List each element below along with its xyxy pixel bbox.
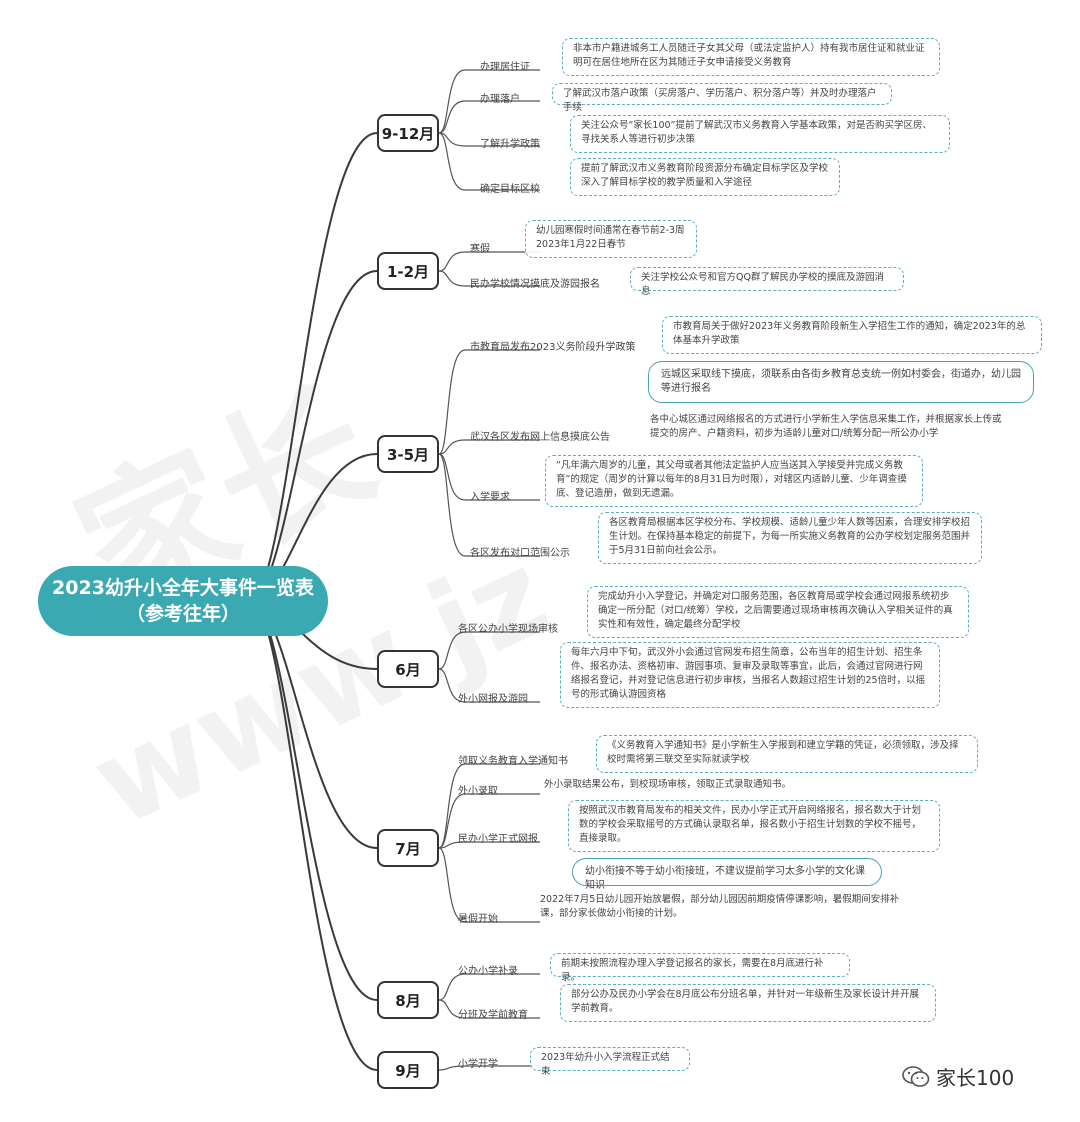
topic-note: 非本市户籍进城务工人员随迁子女其父母（或法定监护人）持有我市居住证和就业证明可在… xyxy=(562,38,940,76)
root-to-month-connector xyxy=(249,599,378,1001)
topic-note: “凡年满六周岁的儿童，其父母或者其他法定监护人应当送其入学接受并完成义务教育”的… xyxy=(545,455,923,507)
topic-label[interactable]: 武汉各区发布网上信息摸底公告 xyxy=(470,432,610,443)
month-node[interactable]: 1-2月 xyxy=(377,252,439,290)
month-node[interactable]: 3-5月 xyxy=(377,435,439,473)
root-title-line2: （参考往年） xyxy=(125,603,240,625)
topic-label[interactable]: 小学开学 xyxy=(458,1059,498,1070)
topic-label[interactable]: 外小网报及游园 xyxy=(458,694,528,705)
root-title-line1: 2023幼升小全年大事件一览表 xyxy=(52,577,314,599)
topic-label[interactable]: 市教育局发布2023义务阶段升学政策 xyxy=(470,342,636,353)
month-to-topic-connector xyxy=(438,999,540,1019)
topic-note-highlight: 幼小衔接不等于幼小衔接班，不建议提前学习太多小学的文化课知识 xyxy=(572,858,882,891)
month-node[interactable]: 9-12月 xyxy=(377,114,439,152)
topic-note: 2022年7月5日幼儿园开始放暑假，部分幼儿园因前期疫情停课影响，暑假期间安排补… xyxy=(540,894,900,919)
month-to-topic-connector xyxy=(438,847,540,923)
topic-note: 《义务教育入学通知书》是小学新生入学报到和建立学籍的凭证，必须领取，涉及择校时需… xyxy=(596,735,978,773)
month-to-topic-connector xyxy=(438,793,540,849)
topic-label[interactable]: 外小录取 xyxy=(458,786,498,797)
topic-note: 每年六月中下旬，武汉外小会通过官网发布招生简章，公布当年的招生计划、招生条件、报… xyxy=(560,642,940,708)
topic-label[interactable]: 入学要求 xyxy=(470,492,510,503)
topic-label[interactable]: 分班及学前教育 xyxy=(458,1010,528,1021)
month-to-topic-connector xyxy=(438,270,540,287)
month-to-topic-connector xyxy=(438,631,540,670)
root-to-month-connector xyxy=(249,599,378,1071)
topic-note: 完成幼升小入学登记，并确定对口服务范围，各区教育局或学校会通过网报系统初步确定一… xyxy=(587,586,969,638)
month-to-topic-connector xyxy=(438,763,540,849)
month-node[interactable]: 8月 xyxy=(377,981,439,1019)
topic-label[interactable]: 暑假开始 xyxy=(458,914,498,925)
topic-label[interactable]: 办理落户 xyxy=(480,94,520,105)
month-to-topic-connector xyxy=(438,841,540,849)
topic-label[interactable]: 各区公办小学现场审核 xyxy=(458,624,558,635)
root-to-month-connector xyxy=(249,270,378,601)
topic-note: 了解武汉市落户政策（买房落户、学历落户、积分落户等）并及时办理落户手续 xyxy=(552,83,892,113)
topic-label[interactable]: 民办小学正式网报 xyxy=(458,834,538,845)
month-node[interactable]: 7月 xyxy=(377,829,439,867)
footer-brand: 家长100 xyxy=(902,1062,1014,1091)
topic-label[interactable]: 确定目标区校 xyxy=(480,184,540,195)
month-to-topic-connector xyxy=(438,439,540,455)
topic-note-highlight: 远城区采取线下摸底，须联系由各街乡教育总支统一例如村委会，街道办，幼儿园等进行报… xyxy=(648,361,1034,403)
month-to-topic-connector xyxy=(438,69,540,134)
topic-note: 按照武汉市教育局发布的相关文件，民办小学正式开启网络报名，报名数大于计划数的学校… xyxy=(568,800,940,852)
month-to-topic-connector xyxy=(438,349,540,455)
month-to-topic-connector xyxy=(438,453,540,557)
topic-note: 市教育局关于做好2023年义务教育阶段新生入学招生工作的通知，确定2023年的总… xyxy=(662,316,1042,354)
month-to-topic-connector xyxy=(438,251,540,272)
root-node[interactable]: 2023幼升小全年大事件一览表 （参考往年） xyxy=(38,566,328,636)
topic-label[interactable]: 领取义务教育入学通知书 xyxy=(458,756,568,767)
footer-text: 家长100 xyxy=(936,1066,1015,1090)
topic-label[interactable]: 民办学校情况摸底及游园报名 xyxy=(470,279,600,290)
month-to-topic-connector xyxy=(438,668,540,703)
month-to-topic-connector xyxy=(438,100,540,134)
topic-note: 各区教育局根据本区学校分布、学校规模、适龄儿童少年人数等因素，合理安排学校招生计… xyxy=(598,512,982,564)
topic-note: 幼儿园寒假时间通常在春节前2-3周 2023年1月22日春节 xyxy=(525,220,697,258)
topic-label[interactable]: 了解升学政策 xyxy=(480,139,540,150)
topic-note: 提前了解武汉市义务教育阶段资源分布确定目标学区及学校深入了解目标学校的教学质量和… xyxy=(570,158,840,196)
topic-note: 外小录取结果公布，到校现场审核，领取正式录取通知书。 xyxy=(544,779,792,790)
topic-note: 前期未按照流程办理入学登记报名的家长，需要在8月底进行补录。 xyxy=(550,953,850,983)
topic-note: 关注学校公众号和官方QQ群了解民办学校的摸底及游园消息 xyxy=(630,267,904,297)
topic-label[interactable]: 公办小学补录 xyxy=(458,966,518,977)
month-to-topic-connector xyxy=(438,132,540,191)
topic-label[interactable]: 寒假 xyxy=(470,244,490,255)
topic-note: 部分公办及民办小学会在8月底公布分班名单，并针对一年级新生及家长设计并开展学前教… xyxy=(560,984,936,1022)
topic-note: 关注公众号“家长100”提前了解武汉市义务教育入学基本政策，对是否购买学区房、寻… xyxy=(570,115,950,153)
month-node[interactable]: 9月 xyxy=(377,1051,439,1089)
topic-label[interactable]: 办理居住证 xyxy=(480,62,530,73)
wechat-icon xyxy=(902,1065,930,1087)
topic-note: 2023年幼升小入学流程正式结束 xyxy=(530,1047,690,1077)
topic-note: 各中心城区通过网络报名的方式进行小学新生入学信息采集工作，并根据家长上传或提交的… xyxy=(650,414,1002,439)
topic-label[interactable]: 各区发布对口范围公示 xyxy=(470,548,570,559)
root-to-month-connector xyxy=(249,132,378,601)
month-node[interactable]: 6月 xyxy=(377,650,439,688)
month-to-topic-connector xyxy=(438,1065,540,1071)
month-to-topic-connector xyxy=(438,132,540,147)
month-to-topic-connector xyxy=(438,453,540,501)
month-to-topic-connector xyxy=(438,973,540,1001)
